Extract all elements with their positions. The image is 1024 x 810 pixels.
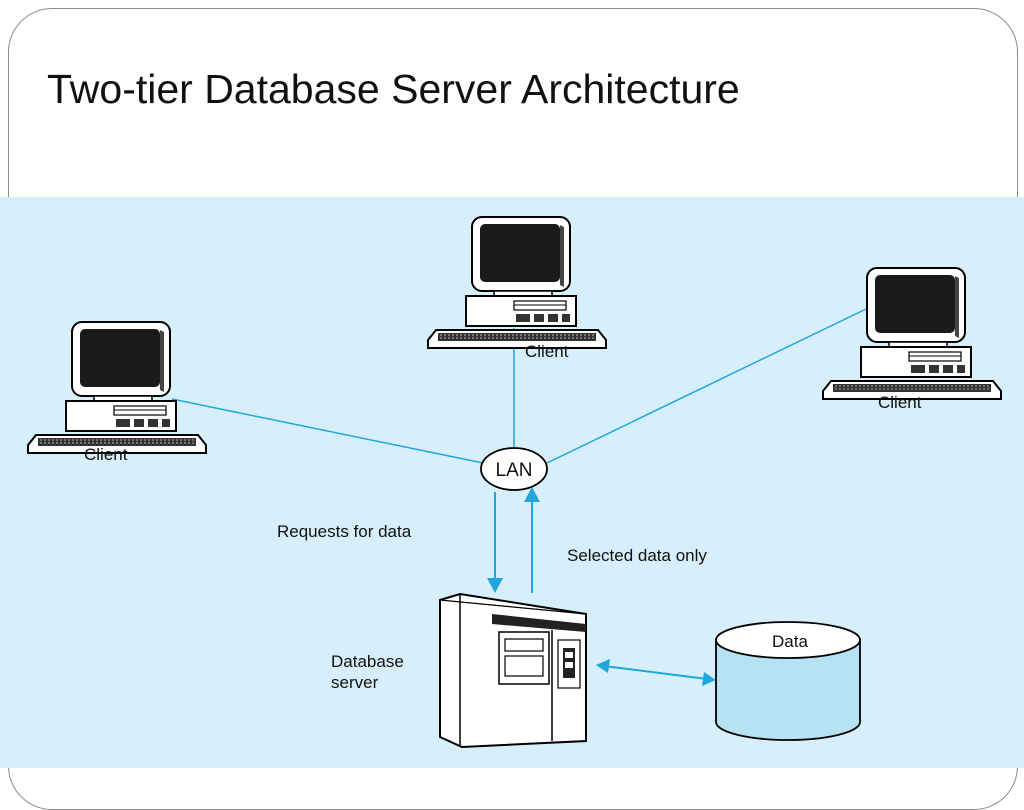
slide-title: Two-tier Database Server Architecture [47,66,740,112]
client-computer-center [427,216,607,349]
client-label-left: Client [84,445,128,464]
data-label: Data [772,632,808,651]
response-arrow [524,487,540,593]
diagram-panel: Client Client Client LAN Requests for da… [0,197,1024,768]
client-computer-left [27,321,207,454]
client-label-right: Client [878,393,922,412]
server-label-line1: Database [331,652,404,671]
request-arrow [487,492,503,593]
database-server-icon [439,592,587,749]
server-data-arrow [596,659,716,686]
architecture-diagram: Client Client Client LAN Requests for da… [27,216,1002,749]
data-storage-icon: Data [715,621,861,741]
client-label-center: Client [525,342,569,361]
requests-label: Requests for data [277,522,412,541]
selected-data-label: Selected data only [567,546,707,565]
lan-label: LAN [496,460,533,481]
server-label-line2: server [331,673,379,692]
link-right-client [546,308,867,464]
client-computer-right [822,267,1002,400]
link-left-client [171,398,484,464]
lan-hub: LAN [480,447,548,491]
